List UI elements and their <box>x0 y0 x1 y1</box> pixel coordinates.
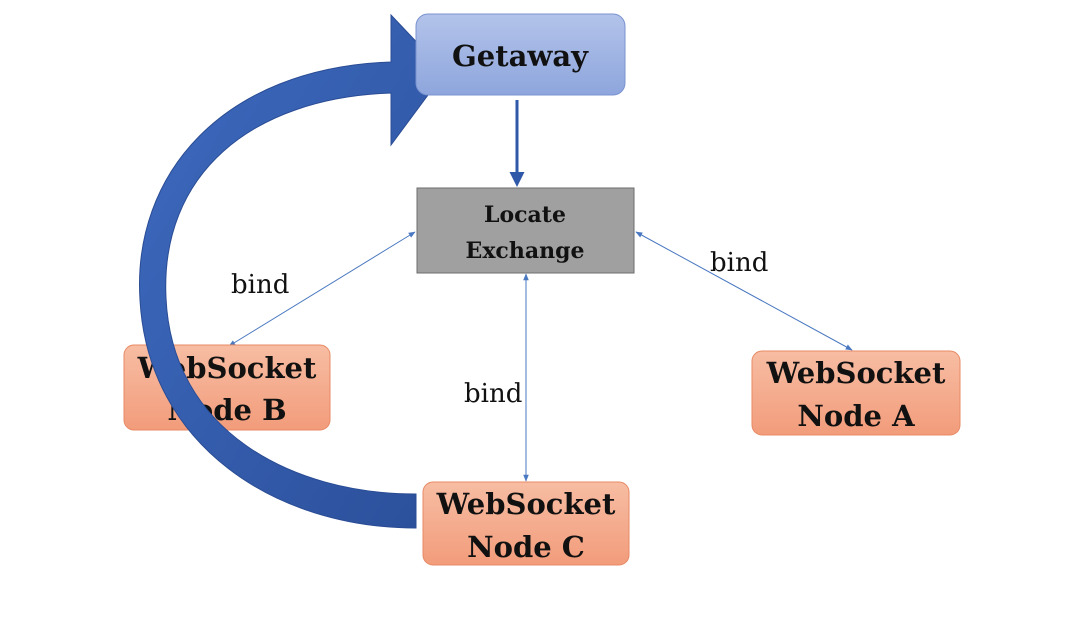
node-a-box: WebSocket Node A <box>751 350 961 436</box>
node-a-line1: WebSocket <box>766 356 946 390</box>
bind-label-b: bind <box>231 270 289 300</box>
node-a-line2: Node A <box>797 399 915 433</box>
node-c-box: WebSocket Node C <box>422 481 630 566</box>
node-c-line1: WebSocket <box>436 487 616 521</box>
curved-return-arrow <box>139 13 446 529</box>
bind-label-a: bind <box>710 248 768 278</box>
gateway-box: Getaway <box>415 13 626 96</box>
exchange-line2: Exchange <box>466 238 585 264</box>
edge-exchange-node-b <box>228 231 416 347</box>
exchange-line1: Locate <box>484 202 566 228</box>
node-c-line2: Node C <box>467 530 585 564</box>
exchange-box: Locate Exchange <box>416 187 635 274</box>
bind-label-c: bind <box>464 379 522 409</box>
gateway-label: Getaway <box>452 39 589 73</box>
edge-exchange-node-a <box>635 231 853 351</box>
